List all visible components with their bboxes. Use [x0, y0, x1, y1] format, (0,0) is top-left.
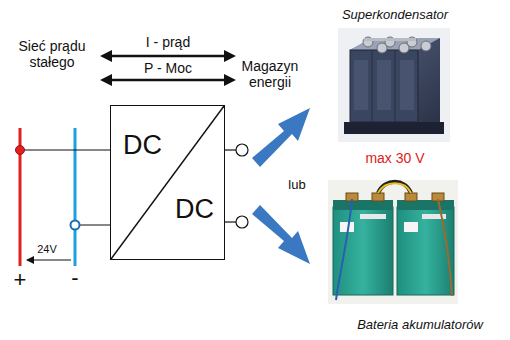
dc-bus-part	[16, 146, 25, 155]
supercapacitor-photo-part-part	[377, 43, 387, 53]
supercapacitor-photo-part-part	[421, 41, 431, 51]
supercapacitor-photo-part	[364, 38, 416, 41]
terminal-part	[225, 221, 236, 222]
voltage-label: 24V	[37, 243, 57, 256]
converter-output-label: DC	[175, 196, 214, 223]
supercapacitor-photo-part	[395, 50, 396, 122]
supercapacitor-photo-part	[350, 50, 418, 122]
double-arrow-part	[224, 50, 236, 62]
choice-arrow-part	[252, 205, 310, 264]
dc-bus-part	[71, 221, 80, 230]
terminal-part	[225, 149, 236, 150]
battery-photo-part-part	[405, 193, 417, 201]
battery-photo-part	[397, 207, 454, 295]
dc-bus-part	[20, 149, 110, 150]
battery-photo-part	[333, 207, 393, 295]
terminal-part	[236, 144, 248, 156]
supercapacitor-caption: Superkondensator	[342, 8, 448, 23]
voltage-limit: max 30 V	[365, 150, 424, 166]
power-label: P - Moc	[144, 60, 192, 76]
supercapacitor-photo-part	[338, 28, 450, 142]
double-arrow-part	[104, 79, 232, 82]
supercapacitor-photo-part	[350, 38, 440, 122]
double-arrow-part	[104, 55, 232, 58]
battery-photo-part	[438, 199, 452, 296]
double-arrow-part	[100, 50, 112, 62]
choice-arrow-part	[252, 108, 310, 167]
dc-bus-part	[27, 260, 71, 261]
battery-photo-part	[378, 182, 411, 193]
supercapacitor-photo-part-part	[399, 43, 409, 53]
choice-arrow	[252, 108, 310, 264]
battery-photo-part	[404, 222, 418, 232]
battery-photo-part	[360, 214, 386, 219]
storage-title: Magazyn energii	[230, 58, 310, 90]
battery-photo-part	[336, 199, 352, 300]
supercapacitor-photo-part	[372, 50, 373, 122]
supercapacitor-photo	[338, 28, 450, 142]
battery-photo-part	[378, 183, 411, 193]
supercapacitor-photo-part	[400, 60, 414, 110]
dc-bus-part	[74, 128, 77, 266]
terminal	[225, 144, 248, 228]
dc-bus	[16, 128, 111, 266]
battery-caption: Bateria akumulatorów	[357, 318, 483, 333]
battery-photo-part	[328, 180, 458, 304]
battery-photo	[328, 180, 458, 304]
bus-title: Sieć prądu stałego	[6, 38, 98, 70]
converter-input-label: DC	[123, 132, 162, 159]
supercapacitor-photo-part	[363, 37, 431, 53]
battery-photo-part	[346, 193, 444, 201]
converter-box: DC DC	[110, 105, 225, 260]
diagonal-line	[111, 106, 224, 259]
supercapacitor-photo-part	[350, 38, 440, 50]
supercapacitor-photo-part	[344, 122, 444, 134]
plus-sign: +	[14, 267, 27, 292]
supercapacitor-photo-part	[350, 50, 418, 122]
minus-sign: -	[71, 265, 78, 290]
battery-photo-part-part	[372, 193, 384, 201]
supercapacitor-photo-part	[377, 60, 391, 110]
converter-diagonal	[111, 106, 224, 259]
double-arrow-part	[100, 74, 112, 86]
supercapacitor-photo-part	[354, 60, 368, 110]
current-label: I - prąd	[146, 34, 190, 50]
or-label: lub	[288, 178, 305, 193]
double-arrow-part	[224, 74, 236, 86]
terminal-part	[236, 216, 248, 228]
double-arrow	[100, 50, 236, 86]
